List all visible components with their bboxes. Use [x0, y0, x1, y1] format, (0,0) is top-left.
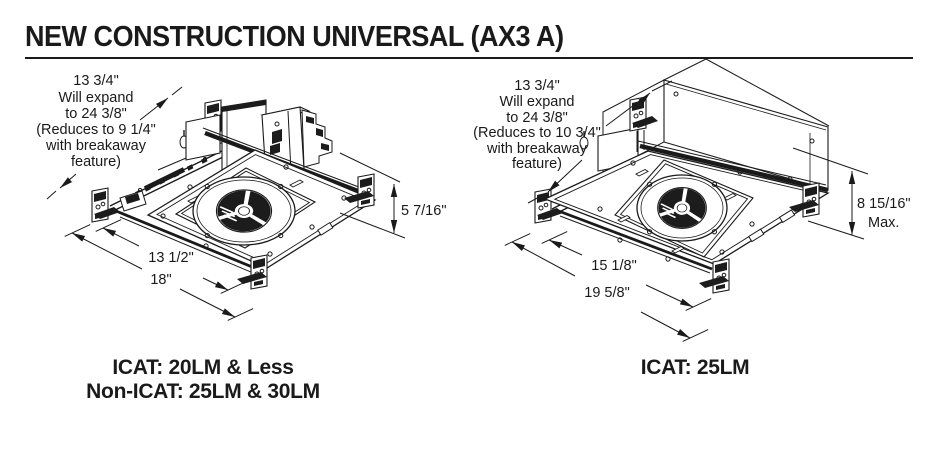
- right-expansion-note-line4: (Reduces to 10 3/4": [473, 125, 601, 141]
- left-expansion-note-line4: (Reduces to 9 1/4": [36, 122, 156, 138]
- left-expansion-note-line3: to 24 3/8": [65, 106, 127, 122]
- right-inner-width-dim-label: 15 1/8": [591, 258, 637, 274]
- left-caption-line2: Non-ICAT: 25LM & 30LM: [86, 380, 320, 403]
- left-expansion-note-line6: feature): [71, 154, 121, 170]
- left-expansion-note-line2: Will expand: [58, 90, 134, 106]
- left-height-dim-label: 5 7/16": [401, 203, 447, 219]
- left-expansion-note-line1: 13 3/4": [73, 73, 119, 89]
- right-expansion-note-line1: 13 3/4": [514, 78, 560, 94]
- right-height-dim-suffix: Max.: [868, 215, 900, 231]
- left-outer-width-dim-label: 18": [150, 272, 172, 288]
- right-expansion-note-line3: to 24 3/8": [506, 110, 568, 126]
- right-height-dim-label: 8 15/16": [857, 196, 911, 212]
- right-expansion-note-line5: with breakaway: [487, 141, 587, 157]
- title-underline: [25, 57, 913, 59]
- right-outer-width-dim-label: 19 5/8": [584, 285, 630, 301]
- right-expansion-note-line2: Will expand: [499, 94, 575, 110]
- left-caption-line1: ICAT: 20LM & Less: [112, 356, 294, 379]
- left-expansion-note-line5: with breakaway: [46, 138, 146, 154]
- left-inner-width-dim-label: 13 1/2": [148, 250, 194, 266]
- right-caption: ICAT: 25LM: [640, 356, 750, 379]
- page-title: NEW CONSTRUCTION UNIVERSAL (AX3 A): [25, 21, 564, 53]
- right-expansion-note-line6: feature): [512, 156, 562, 172]
